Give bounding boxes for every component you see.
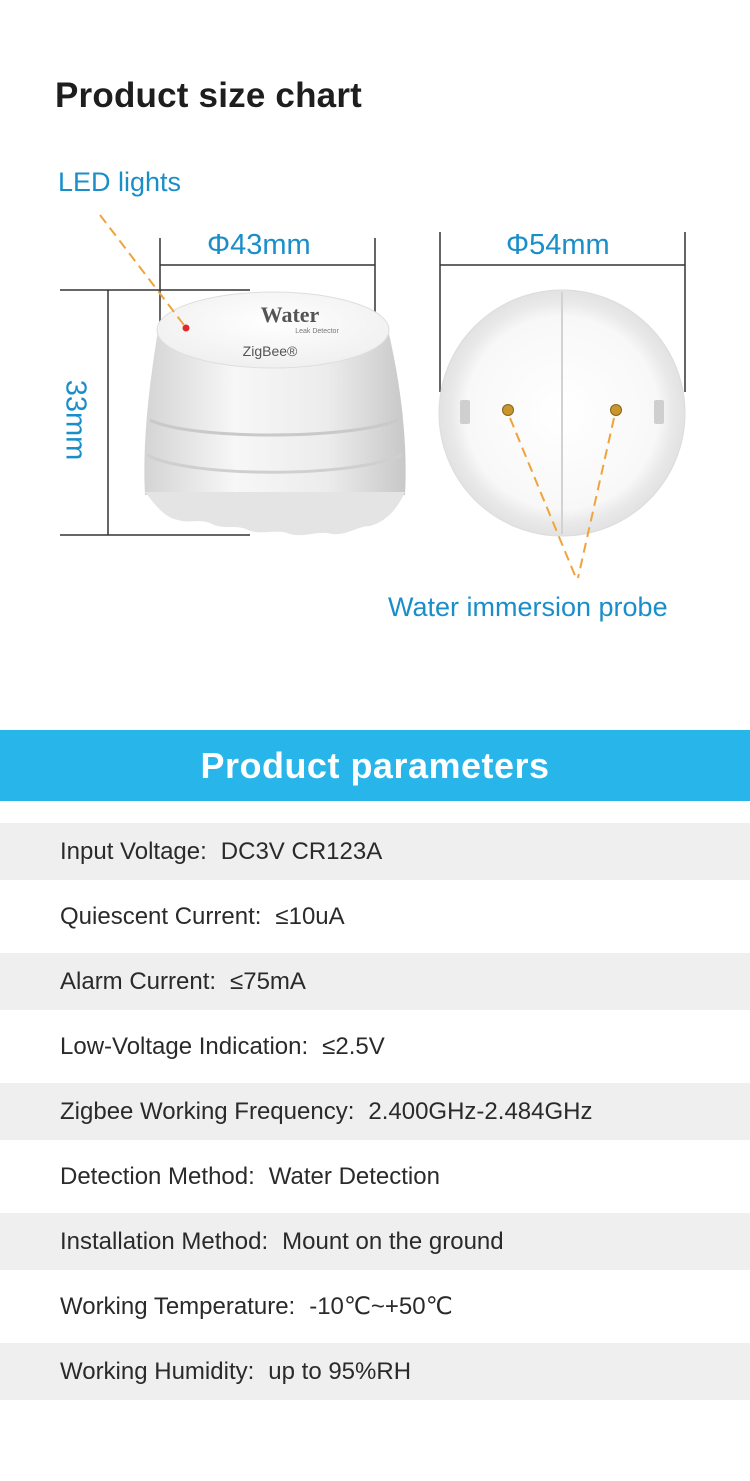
param-value: -10℃~+50℃ bbox=[309, 1293, 453, 1320]
param-row: Input Voltage: DC3V CR123A bbox=[0, 823, 750, 880]
leader-lines bbox=[99, 214, 615, 579]
probe-left bbox=[502, 404, 514, 416]
water-probe-label: Water immersion probe bbox=[388, 592, 668, 622]
param-label: Detection Method: bbox=[60, 1162, 255, 1190]
param-value: ≤10uA bbox=[275, 902, 345, 930]
device-side-view: Water Leak Detector ZigBee® bbox=[144, 291, 406, 536]
led-lights-label: LED lights bbox=[58, 167, 182, 197]
param-label: Zigbee Working Frequency: bbox=[60, 1097, 355, 1125]
product-size-diagram: Water Leak Detector ZigBee® bbox=[60, 214, 686, 579]
param-value: Water Detection bbox=[268, 1162, 440, 1190]
param-row: Zigbee Working Frequency: 2.400GHz-2.484G… bbox=[0, 1083, 750, 1140]
param-label: Working Temperature: bbox=[60, 1292, 296, 1320]
param-value: Mount on the ground bbox=[282, 1227, 504, 1255]
dimension-lines-right bbox=[439, 232, 686, 392]
led-indicator bbox=[182, 324, 190, 332]
device-bottom-view bbox=[438, 289, 686, 537]
param-row: Working Humidity: up to 95%RH bbox=[0, 1343, 750, 1400]
param-label: Installation Method: bbox=[60, 1227, 269, 1255]
param-row: Detection Method: Water Detection bbox=[0, 1148, 750, 1205]
param-label: Alarm Current: bbox=[60, 967, 217, 995]
param-value: 2.400GHz-2.484GHz bbox=[368, 1097, 593, 1125]
param-value: ≤75mA bbox=[230, 967, 306, 995]
param-row: Alarm Current: ≤75mA bbox=[0, 953, 750, 1010]
param-row: Low-Voltage Indication: ≤2.5V bbox=[0, 1018, 750, 1075]
parameters-list: Input Voltage: DC3V CR123A Quiescent Curr… bbox=[0, 823, 750, 1408]
product-parameters-header: Product parameters bbox=[0, 730, 750, 801]
param-label: Working Humidity: bbox=[60, 1357, 255, 1385]
probe-right bbox=[610, 404, 622, 416]
page-title: Product size chart bbox=[55, 76, 363, 115]
param-row: Installation Method: Mount on the ground bbox=[0, 1213, 750, 1270]
dimension-lines-left bbox=[60, 238, 376, 536]
device-subbrand-text: Leak Detector bbox=[295, 328, 339, 335]
param-label: Low-Voltage Indication: bbox=[60, 1032, 309, 1060]
param-row: Working Temperature: -10℃~+50℃ bbox=[0, 1278, 750, 1335]
diameter-43-label: Φ43mm bbox=[207, 229, 311, 261]
param-value: up to 95%RH bbox=[268, 1357, 412, 1385]
param-value: DC3V CR123A bbox=[220, 837, 383, 865]
param-value: ≤2.5V bbox=[322, 1032, 385, 1060]
diameter-54-label: Φ54mm bbox=[506, 229, 610, 261]
param-label: Quiescent Current: bbox=[60, 902, 262, 930]
device-protocol-text: ZigBee® bbox=[243, 343, 298, 359]
param-label: Input Voltage: bbox=[60, 837, 207, 865]
device-brand-text: Water bbox=[261, 302, 320, 327]
param-row: Quiescent Current: ≤10uA bbox=[0, 888, 750, 945]
